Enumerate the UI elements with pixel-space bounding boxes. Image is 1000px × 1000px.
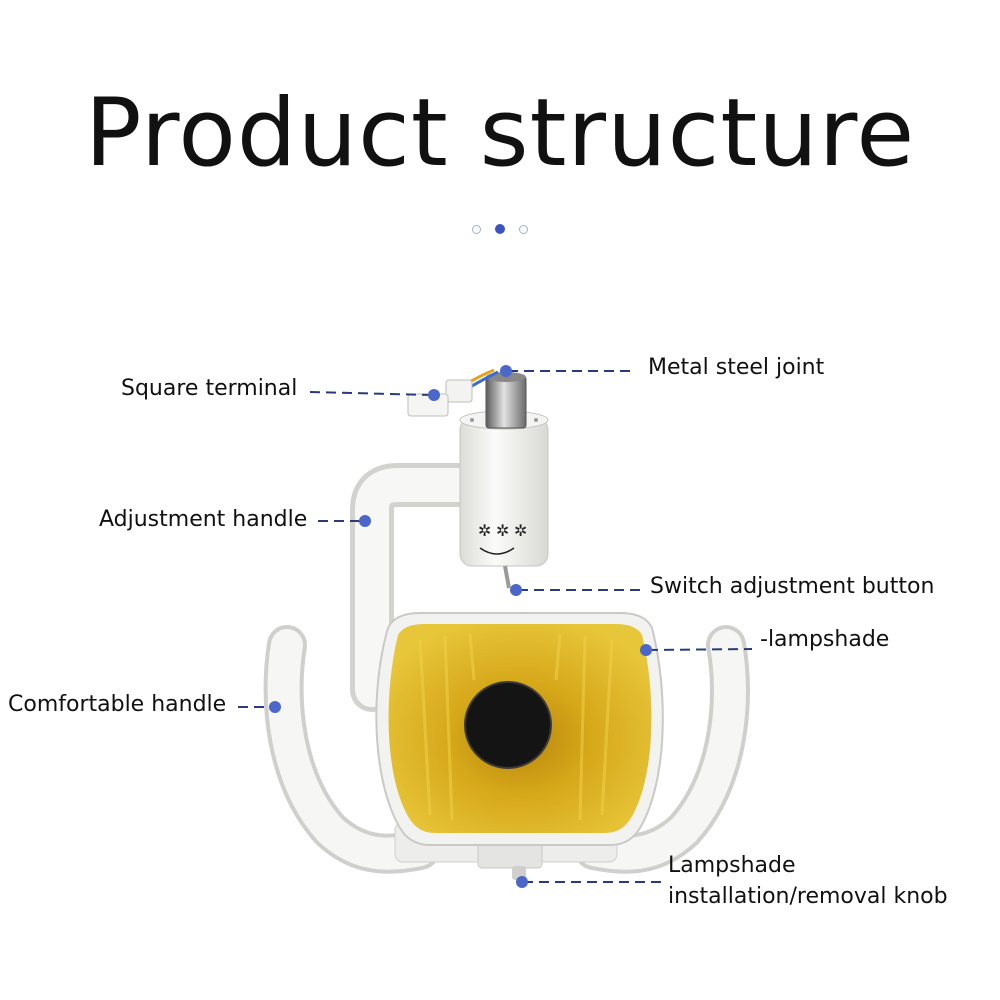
carousel-dot-2-active[interactable] (495, 224, 505, 234)
marker-adjustment-handle (359, 515, 371, 527)
callout-lines (238, 370, 753, 883)
comfortable-handles (263, 625, 750, 874)
metal-joint (485, 372, 527, 429)
marker-metal-joint (500, 365, 512, 377)
brightness-high-icon: ✲ (496, 521, 509, 540)
marker-knob (516, 876, 528, 888)
carousel-dot-1[interactable] (472, 225, 481, 234)
label-comfortable-handle: Comfortable handle (8, 692, 227, 717)
label-knob-line1: Lampshade (668, 853, 796, 878)
lampshade (375, 612, 664, 846)
label-square-terminal: Square terminal (121, 376, 298, 401)
square-terminal (407, 368, 499, 417)
marker-square-terminal (428, 389, 440, 401)
adjustment-arm (350, 463, 492, 712)
brightness-max-icon: ✲ (514, 521, 527, 540)
carousel-indicator[interactable] (470, 224, 530, 236)
label-metal-steel-joint: Metal steel joint (648, 355, 825, 380)
label-adjustment-handle: Adjustment handle (99, 507, 308, 532)
brightness-low-icon: ✲ (478, 521, 491, 540)
carousel-dot-3[interactable] (519, 225, 528, 234)
marker-comfortable-handle (269, 701, 281, 713)
marker-switch-button (510, 584, 522, 596)
marker-lampshade (640, 644, 652, 656)
label-switch-adjustment-button: Switch adjustment button (650, 574, 935, 599)
label-knob-line2: installation/removal knob (668, 884, 948, 909)
cylinder-housing: ✲ ✲ ✲ (459, 410, 549, 589)
switch-button (503, 565, 511, 589)
label-lampshade: -lampshade (760, 627, 890, 652)
callout-markers (269, 365, 652, 888)
lens-cap (465, 682, 551, 768)
page-title: Product structure (84, 79, 916, 188)
